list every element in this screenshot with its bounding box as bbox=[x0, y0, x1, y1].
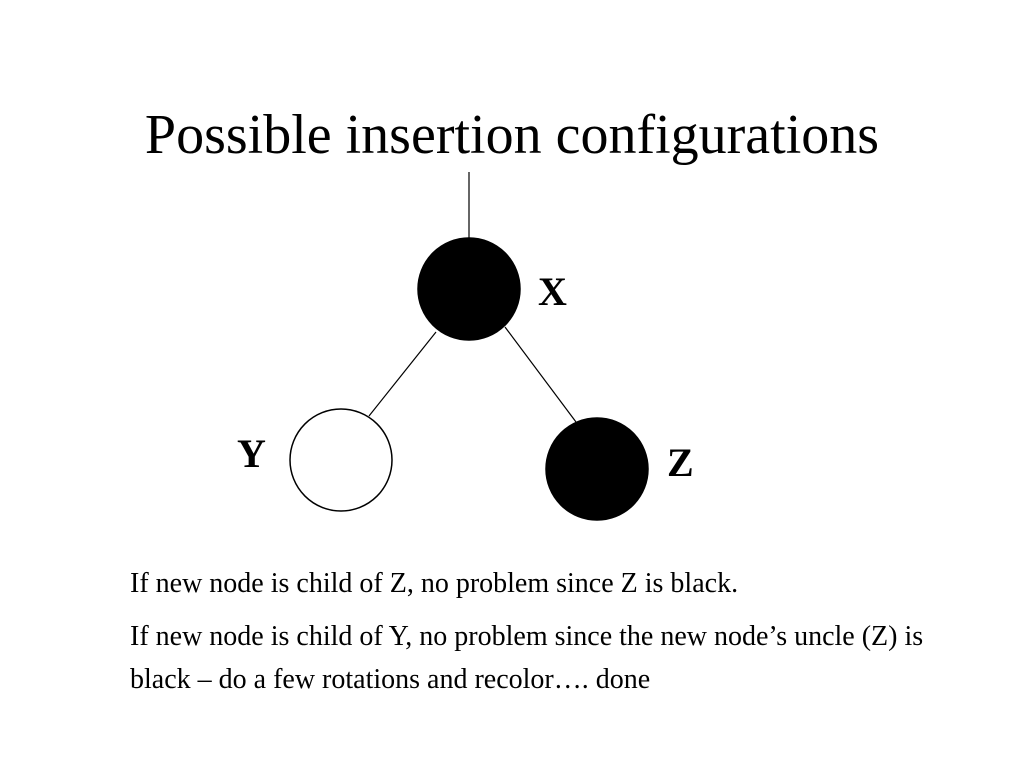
node-y bbox=[289, 408, 393, 512]
note-y-child: If new node is child of Y, no problem si… bbox=[130, 621, 924, 695]
note-z-child: If new node is child of Z, no problem si… bbox=[130, 568, 739, 599]
node-z-label: Z bbox=[667, 440, 694, 485]
node-x-label: X bbox=[538, 269, 567, 314]
notes: If new node is child of Z, no problem si… bbox=[130, 562, 990, 711]
slide-title: Possible insertion configurations bbox=[144, 104, 880, 166]
node-z bbox=[545, 417, 649, 521]
node-y-label: Y bbox=[237, 431, 266, 476]
edge-x-z bbox=[504, 326, 577, 423]
node-x bbox=[417, 237, 521, 341]
edge-x-y bbox=[368, 331, 437, 417]
